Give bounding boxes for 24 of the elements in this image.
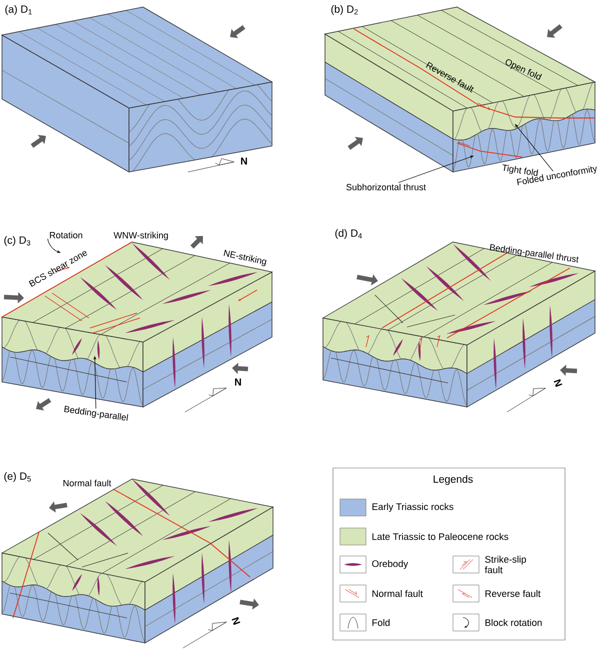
north-label: N (241, 158, 247, 164)
legend-text: Late Triassic to Paleocene rocks (372, 533, 508, 540)
north-label: N (235, 378, 241, 386)
legend-title: Legends (434, 475, 473, 485)
panel-title: (b) D$_{2}$ (331, 5, 358, 15)
structure-label: Normal fault (63, 480, 112, 486)
legend-text: Fold (372, 619, 390, 626)
panel-title: (e) D$_{5}$ (4, 472, 31, 482)
legend-text: Block rotation (485, 619, 542, 626)
legend-text: Normal fault (372, 590, 423, 597)
legend-text: Strike-slip fault (484, 556, 526, 574)
panel-title: (a) D$_{1}$ (5, 5, 32, 15)
structure-label: Open fold (506, 59, 542, 80)
structure-label: Bedding-parallel thrust (490, 244, 579, 263)
callout-text: Subhorizontal thrust (346, 184, 426, 190)
north-label: N (554, 379, 562, 387)
legend-text: Orebody (372, 560, 408, 569)
north-label: N (232, 617, 240, 625)
legend-text: Early Triassic rocks (372, 503, 454, 512)
legend-text: Reverse fault (485, 590, 541, 597)
panel-title: (c) D$_{3}$ (4, 236, 30, 246)
callout-text: Rotation (50, 232, 82, 238)
structure-label: Tight fold (502, 164, 538, 176)
structure-label: BCS shear zone (28, 251, 88, 287)
